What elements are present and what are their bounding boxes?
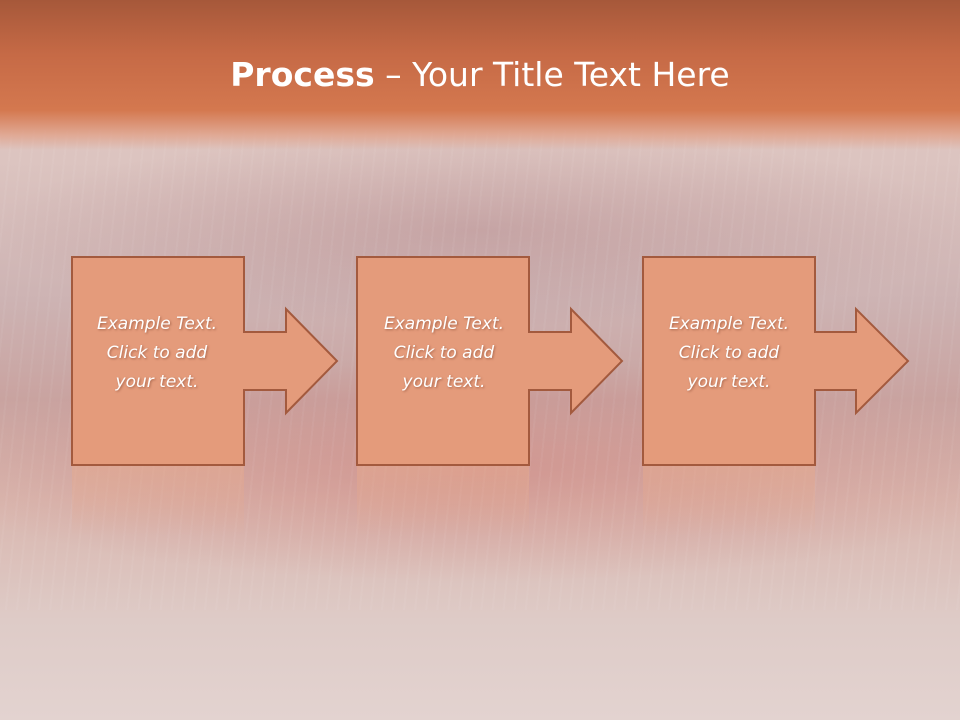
step-2-line-1: Example Text.	[383, 314, 505, 334]
step-2-line-3: your text.	[402, 372, 486, 392]
step-3-line-3: your text.	[687, 372, 771, 392]
step-2-reflection	[357, 466, 529, 536]
step-1-line-1: Example Text.	[96, 314, 218, 334]
title-bar	[0, 0, 960, 150]
step-2-arrow-shape[interactable]	[356, 256, 624, 466]
step-2-text[interactable]: Example Text. Click to add your text.	[359, 310, 529, 397]
title-bold: Process	[230, 55, 375, 94]
step-3-line-1: Example Text.	[668, 314, 790, 334]
step-1-line-2: Click to add	[106, 343, 208, 363]
step-3-text[interactable]: Example Text. Click to add your text.	[644, 310, 814, 397]
step-2-line-2: Click to add	[393, 343, 495, 363]
step-1-text[interactable]: Example Text. Click to add your text.	[72, 310, 242, 397]
step-3-arrow-shape[interactable]	[642, 256, 910, 466]
slide-title[interactable]: Process – Your Title Text Here	[0, 52, 960, 98]
step-3-line-2: Click to add	[678, 343, 780, 363]
step-1-reflection	[72, 466, 244, 536]
step-1-line-3: your text.	[115, 372, 199, 392]
step-3-reflection	[643, 466, 815, 536]
step-1-arrow-shape[interactable]	[71, 256, 339, 466]
title-rest: – Your Title Text Here	[374, 55, 730, 94]
